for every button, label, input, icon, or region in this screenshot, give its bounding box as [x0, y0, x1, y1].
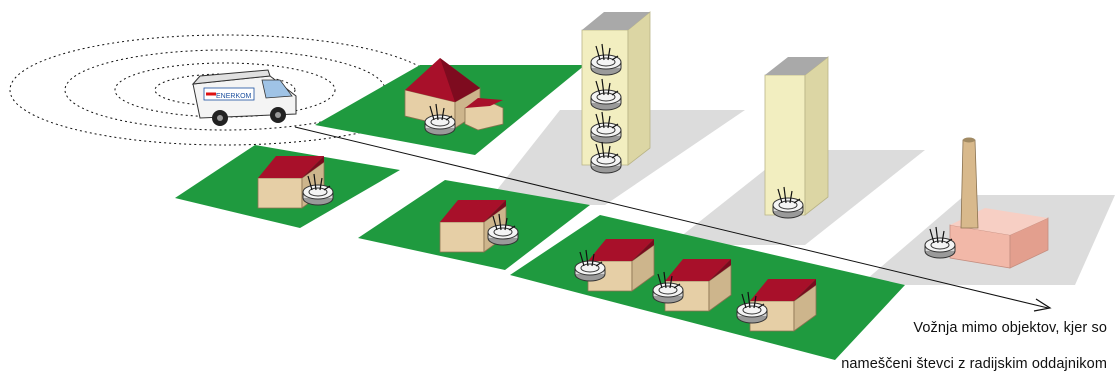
caption-line-2: nameščeni števci z radijskim oddajnikom [841, 356, 1107, 372]
caption-line-1: Vožnja mimo objektov, kjer so [913, 320, 1107, 336]
van-logo: ENERKOM [216, 93, 252, 100]
tower-1 [581, 11, 651, 174]
tower-2 [764, 56, 829, 219]
house-top [404, 58, 504, 136]
van-icon: ENERKOM [191, 69, 297, 126]
travel-arrow-icon [294, 126, 1052, 312]
factory [924, 137, 1049, 269]
chimney-icon [960, 137, 979, 229]
